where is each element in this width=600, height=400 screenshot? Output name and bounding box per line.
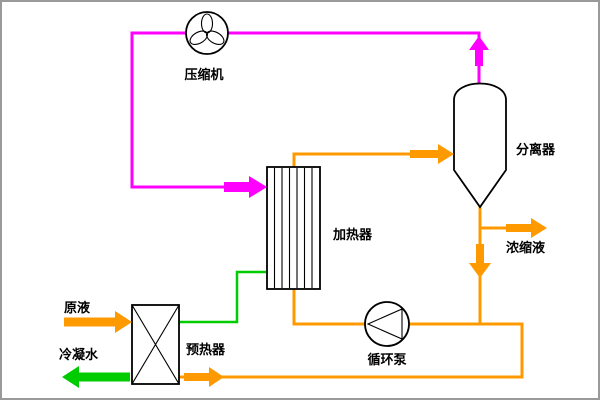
labels: 压缩机 加热器 分离器 浓缩液 循环泵 预热器 原液 冷凝水 xyxy=(59,67,556,367)
preheater-cross xyxy=(131,304,180,385)
compressor-label: 压缩机 xyxy=(184,67,223,82)
pump-label: 循环泵 xyxy=(367,352,406,367)
vapor-pipe-separator-to-heater xyxy=(130,31,481,189)
preheater-symbol xyxy=(131,304,180,385)
process-pipe-pump-to-heater xyxy=(292,289,365,326)
separator-label: 分离器 xyxy=(516,142,556,157)
pump-body xyxy=(364,301,410,347)
heater-tubes xyxy=(273,168,313,288)
flow-arrows xyxy=(62,36,547,388)
compressor-lobe-icon xyxy=(189,30,208,46)
heater-symbol xyxy=(266,166,321,290)
condensate-pipe-heater-to-preheater xyxy=(179,270,267,324)
vapor-into-heater-arrow xyxy=(224,176,267,198)
condensate-outlet-arrow xyxy=(62,366,130,388)
heater-label: 加热器 xyxy=(332,227,373,242)
pipes xyxy=(130,31,524,379)
compressor-symbol xyxy=(185,11,229,55)
process-bottom-arrow xyxy=(184,367,224,387)
pump-symbol xyxy=(364,301,410,347)
process-pipe-feed-loop xyxy=(179,322,524,379)
process-into-separator-arrow xyxy=(410,144,454,164)
separator-symbol xyxy=(453,82,507,209)
process-pipe-heater-to-separator xyxy=(292,152,422,168)
feed-inlet-arrow xyxy=(64,311,132,333)
concentrate-outlet-arrow xyxy=(506,218,547,238)
process-down-arrow xyxy=(469,244,491,278)
pump-impeller-triangle xyxy=(366,308,403,340)
vapor-up-arrow xyxy=(469,36,489,66)
preheater-label: 预热器 xyxy=(186,342,226,357)
condensate-label: 冷凝水 xyxy=(59,347,99,362)
heater-body xyxy=(266,166,321,290)
feed-label: 原液 xyxy=(64,300,90,315)
equipment xyxy=(131,11,507,385)
concentrate-label: 浓缩液 xyxy=(506,240,545,255)
